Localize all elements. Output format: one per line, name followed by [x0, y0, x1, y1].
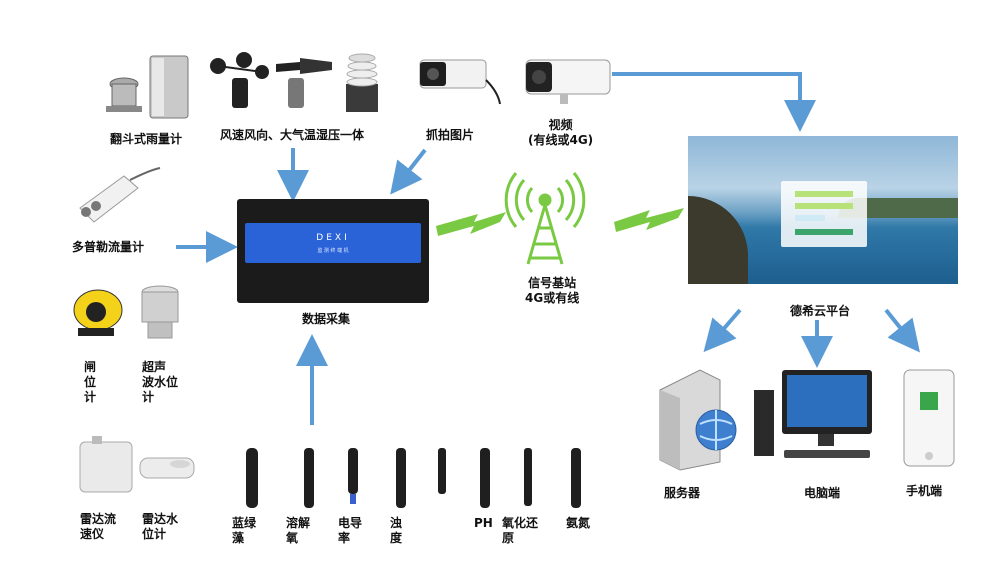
label-conductivity: 电导 率	[338, 516, 363, 545]
collector-brand: DEXI	[316, 233, 350, 243]
label-collector: 数据采集	[302, 312, 351, 326]
phone-icon	[903, 369, 955, 467]
camera-icon	[419, 59, 501, 105]
arrow-snapshot-to-collector	[390, 148, 427, 195]
login-panel	[781, 181, 867, 247]
label-doppler: 多普勒流量计	[72, 240, 145, 254]
label-orp: 氧化还 原	[502, 516, 539, 545]
label-server: 服务器	[664, 486, 701, 500]
gate-meter-icon	[73, 289, 123, 336]
login-button	[795, 229, 853, 235]
label-ultrasonic: 超声 波水位 计	[142, 360, 179, 404]
cloud-platform-screen	[688, 136, 958, 284]
thermo-hygro-icon	[346, 53, 378, 112]
label-radar-level: 雷达水 位计	[142, 512, 179, 541]
label-radar-flow: 雷达流 速仪	[80, 512, 117, 541]
label-turbidity: 浊 度	[390, 516, 403, 545]
video-camera-icon	[525, 59, 611, 104]
probe-icons	[246, 448, 581, 508]
label-ph: PH	[474, 516, 493, 530]
label-pc: 电脑端	[804, 486, 841, 500]
label-snapshot: 抓拍图片	[426, 128, 475, 142]
radar-flow-icon	[79, 436, 133, 493]
password-field	[795, 203, 853, 209]
radar-level-icon	[139, 457, 195, 479]
coast-rock	[688, 196, 748, 284]
label-algae: 蓝绿 藻	[232, 516, 257, 545]
signal-tower-icon	[504, 172, 586, 265]
label-weather: 风速风向、大气温湿压一体	[220, 128, 365, 142]
data-collector-device: DEXI 监 测 终 端 机	[237, 199, 429, 303]
collector-panel: DEXI 监 测 终 端 机	[245, 223, 421, 263]
label-oxygen: 溶解 氧	[286, 516, 311, 545]
ultrasonic-meter-icon	[141, 285, 179, 339]
globe-icon	[695, 409, 737, 451]
anemometer-icon	[210, 52, 332, 108]
rain-gauge-icon	[106, 55, 189, 119]
coast-cliff	[838, 198, 958, 218]
label-video: 视频 (有线或4G)	[528, 118, 594, 147]
collector-model: 监 测 终 端 机	[317, 248, 349, 254]
captcha-field	[795, 215, 825, 221]
label-mobile: 手机端	[906, 484, 943, 498]
signal-bolt-left	[436, 212, 506, 236]
arrow-cloud-to-server	[703, 308, 742, 353]
label-gate: 闸 位 计	[84, 360, 97, 404]
arrow-video-to-cloud	[612, 72, 816, 132]
username-field	[795, 191, 853, 197]
doppler-meter-icon	[79, 167, 161, 223]
label-station: 信号基站 4G或有线	[525, 276, 580, 305]
label-cloud: 德希云平台	[790, 304, 851, 318]
monitor-icon	[754, 370, 872, 458]
signal-bolt-right	[614, 208, 684, 232]
label-rain-gauge: 翻斗式雨量计	[110, 132, 183, 146]
arrow-cloud-to-mobile	[884, 308, 920, 353]
server-icon	[659, 369, 737, 471]
label-ammonia: 氨氮	[566, 516, 591, 530]
